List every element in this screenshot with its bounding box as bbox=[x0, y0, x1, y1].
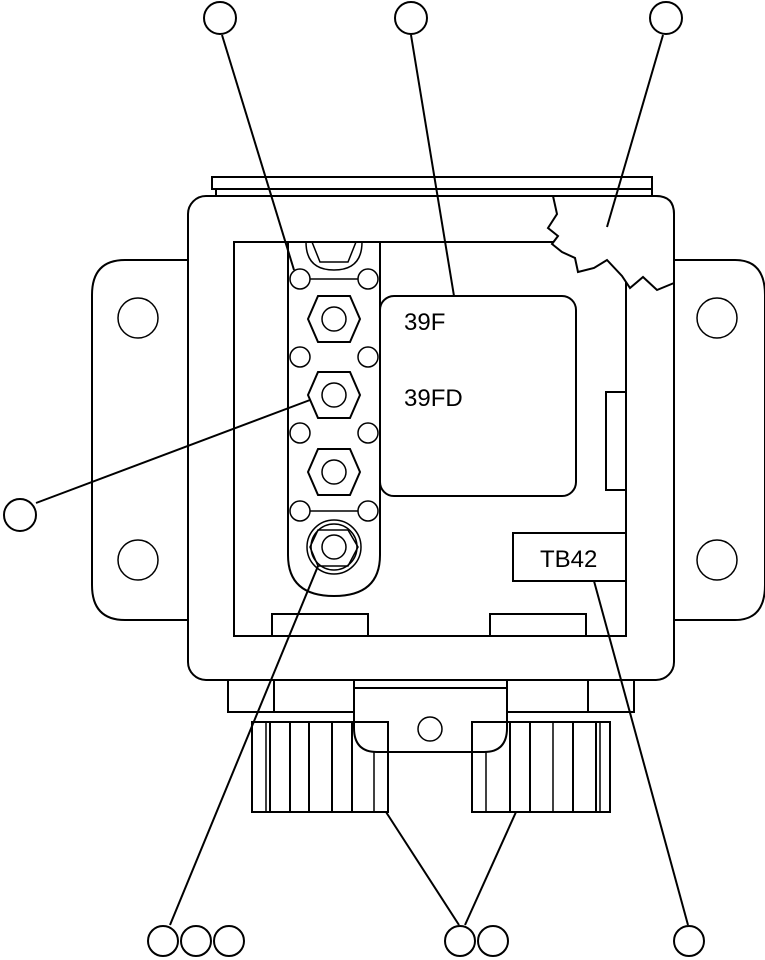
lid-strip bbox=[211, 176, 653, 197]
terminal-label-39FD: 39FD bbox=[404, 385, 463, 412]
board-id-label: TB42 bbox=[540, 546, 597, 573]
right-mounting-flange bbox=[674, 259, 765, 621]
hex-nut-icon bbox=[306, 448, 362, 496]
callout-left bbox=[3, 498, 37, 532]
left-mounting-flange bbox=[91, 259, 188, 621]
callout-top-center bbox=[394, 1, 428, 35]
hex-nut-icon bbox=[306, 295, 362, 343]
bracket-hole-icon bbox=[417, 716, 443, 742]
callout-bottom-group-1-c bbox=[213, 925, 245, 957]
callout-top-right bbox=[649, 1, 683, 35]
callout-top-left bbox=[203, 1, 237, 35]
callout-bottom-group-2-b bbox=[477, 925, 509, 957]
callout-balloons bbox=[3, 1, 705, 957]
mounting-hole-icon bbox=[696, 539, 738, 581]
callout-bottom-group-2-a bbox=[444, 925, 476, 957]
mounting-hole-icon bbox=[696, 297, 738, 339]
mounting-hole-icon bbox=[117, 297, 159, 339]
center-bracket bbox=[353, 679, 508, 753]
bottom-tab bbox=[489, 613, 587, 637]
bottom-tab bbox=[271, 613, 369, 637]
callout-bottom-group-1-a bbox=[147, 925, 179, 957]
callout-bottom-group-1-b bbox=[180, 925, 212, 957]
right-connector bbox=[471, 721, 611, 813]
callout-bottom-right bbox=[673, 925, 705, 957]
ground-stud-icon bbox=[306, 519, 362, 575]
bus-bar-strap bbox=[287, 241, 381, 598]
side-slot bbox=[605, 391, 627, 491]
board-id-tag bbox=[512, 532, 627, 582]
left-connector bbox=[251, 721, 389, 813]
cover-cutaway bbox=[546, 195, 675, 292]
hex-nut-icon bbox=[306, 371, 362, 419]
mounting-hole-icon bbox=[117, 539, 159, 581]
terminal-label-39F: 39F bbox=[404, 309, 445, 336]
leader-lines bbox=[35, 34, 689, 926]
